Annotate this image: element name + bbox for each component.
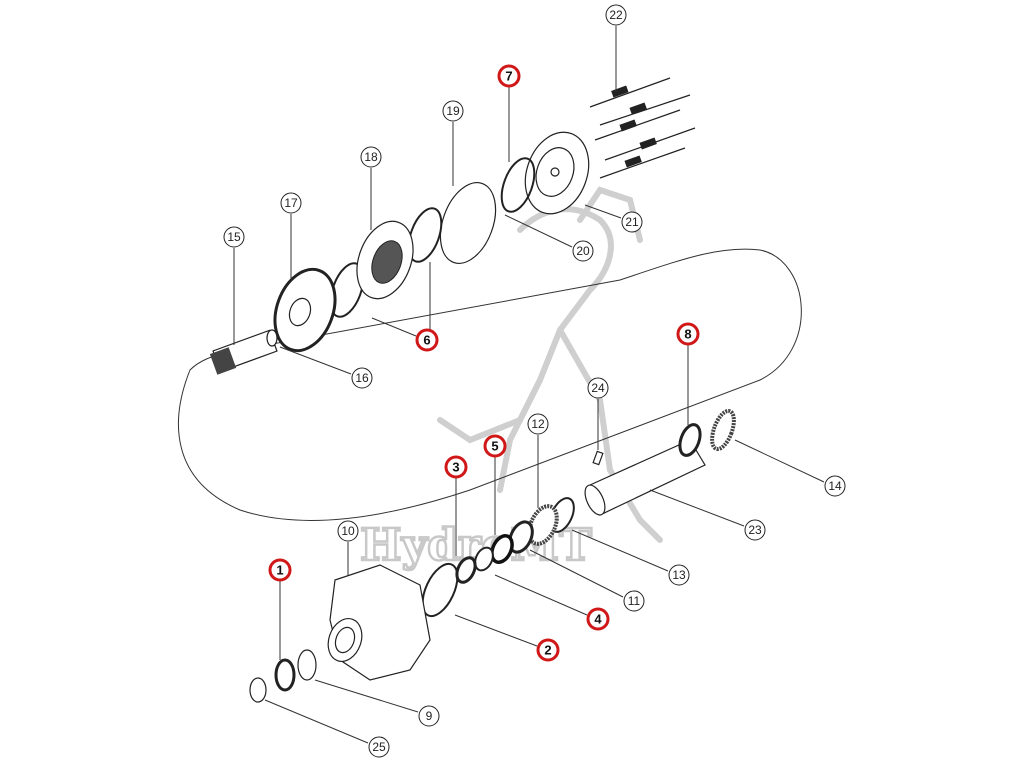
callout-25[interactable]: 25 xyxy=(368,736,390,758)
callout-23[interactable]: 23 xyxy=(744,519,766,541)
drive-shaft-part xyxy=(209,329,278,375)
leader-lines xyxy=(233,26,825,744)
callout-17[interactable]: 17 xyxy=(280,192,302,214)
bearing-9 xyxy=(297,649,317,681)
washer-11 xyxy=(508,520,534,554)
seal-3 xyxy=(455,556,477,584)
callout-24[interactable]: 24 xyxy=(587,377,609,399)
callout-7[interactable]: 7 xyxy=(497,64,521,88)
svg-text:19: 19 xyxy=(446,104,460,118)
svg-text:23: 23 xyxy=(748,523,762,537)
bolts-part xyxy=(589,77,696,179)
gerotor-part xyxy=(356,220,414,300)
svg-text:24: 24 xyxy=(591,381,605,395)
svg-text:21: 21 xyxy=(625,215,639,229)
seal-1 xyxy=(274,658,296,692)
svg-text:25: 25 xyxy=(372,740,386,754)
callout-6[interactable]: 6 xyxy=(415,328,439,352)
callout-10[interactable]: 10 xyxy=(337,520,359,542)
nut-25 xyxy=(249,677,267,703)
callout-4[interactable]: 4 xyxy=(586,607,610,631)
callout-15[interactable]: 15 xyxy=(223,226,245,248)
svg-text:7: 7 xyxy=(505,69,512,84)
svg-text:15: 15 xyxy=(227,230,241,244)
callout-14[interactable]: 14 xyxy=(824,475,846,497)
end-cover-part xyxy=(524,131,590,215)
callout-20[interactable]: 20 xyxy=(572,240,594,262)
svg-text:16: 16 xyxy=(355,371,369,385)
callout-11[interactable]: 11 xyxy=(623,590,645,612)
callout-2[interactable]: 2 xyxy=(536,638,560,662)
callout-19[interactable]: 19 xyxy=(442,100,464,122)
svg-text:9: 9 xyxy=(426,709,433,723)
output-shaft-part xyxy=(584,439,706,516)
callout-5[interactable]: 5 xyxy=(483,434,507,458)
svg-text:3: 3 xyxy=(452,460,459,475)
seal-5 xyxy=(490,534,514,564)
valve-plate-part xyxy=(439,182,497,264)
svg-text:13: 13 xyxy=(672,568,686,582)
o-ring-7 xyxy=(500,157,536,213)
callout-8[interactable]: 8 xyxy=(676,322,700,346)
svg-text:2: 2 xyxy=(544,643,551,658)
callout-1[interactable]: 1 xyxy=(268,558,292,582)
svg-text:20: 20 xyxy=(576,244,590,258)
needle-bearing-12 xyxy=(527,504,559,546)
svg-text:6: 6 xyxy=(423,333,430,348)
svg-text:12: 12 xyxy=(531,417,545,431)
thrust-bearing-14 xyxy=(710,408,736,452)
svg-text:4: 4 xyxy=(594,612,602,627)
svg-text:14: 14 xyxy=(828,479,842,493)
svg-text:17: 17 xyxy=(284,196,298,210)
callout-12[interactable]: 12 xyxy=(527,413,549,435)
callout-16[interactable]: 16 xyxy=(351,367,373,389)
wear-plate-part xyxy=(273,267,337,353)
svg-text:22: 22 xyxy=(609,8,623,22)
callout-3[interactable]: 3 xyxy=(444,455,468,479)
svg-text:5: 5 xyxy=(491,439,498,454)
svg-text:18: 18 xyxy=(364,150,378,164)
callout-9[interactable]: 9 xyxy=(418,705,440,727)
svg-text:11: 11 xyxy=(628,594,641,608)
svg-text:8: 8 xyxy=(684,327,691,342)
o-ring-6a xyxy=(407,207,443,263)
ring-4 xyxy=(474,546,494,572)
bearing-8 xyxy=(678,423,702,457)
svg-text:1: 1 xyxy=(276,563,283,578)
callout-22[interactable]: 22 xyxy=(605,4,627,26)
callout-18[interactable]: 18 xyxy=(360,146,382,168)
svg-text:10: 10 xyxy=(341,524,355,538)
callout-13[interactable]: 13 xyxy=(668,564,690,586)
o-ring-2 xyxy=(421,562,459,618)
housing-part xyxy=(327,564,431,681)
assembly-loop-line xyxy=(178,248,802,521)
callout-21[interactable]: 21 xyxy=(621,211,643,233)
